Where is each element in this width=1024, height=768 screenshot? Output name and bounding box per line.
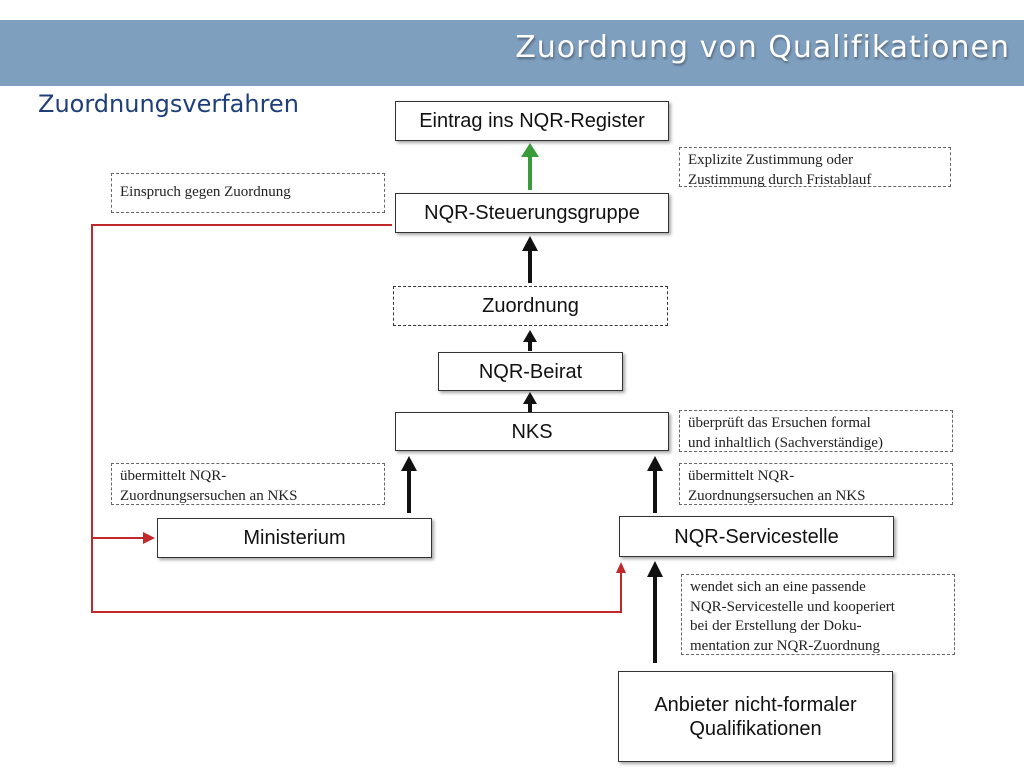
provider-box: Anbieter nicht-formaler Qualifikationen <box>618 671 893 762</box>
flow-arrow-advisory-to-assignment <box>523 330 537 351</box>
provider-action-note: wendet sich an eine passende NQR-Service… <box>681 574 955 655</box>
steering-group-box: NQR-Steuerungsgruppe <box>395 193 669 233</box>
service-submit-note: übermittelt NQR- Zuordnungsersuchen an N… <box>679 463 953 505</box>
register-box: Eintrag ins NQR-Register <box>395 101 669 141</box>
nks-box: NKS <box>395 412 669 451</box>
objection-feedback-line <box>91 224 626 613</box>
nks-check-note: überprüft das Ersuchen formal und inhalt… <box>679 410 953 452</box>
flow-arrow-provider-to-service <box>647 561 663 663</box>
ministry-submit-note: übermittelt NQR- Zuordnungsersuchen an N… <box>111 463 385 505</box>
flow-arrow-service-to-nks <box>647 456 663 513</box>
section-subtitle: Zuordnungsverfahren <box>38 90 299 118</box>
approval-arrow <box>521 143 539 190</box>
slide-title: Zuordnung von Qualifikationen <box>515 30 1010 65</box>
flow-arrow-ministry-to-nks <box>401 456 417 513</box>
objection-note: Einspruch gegen Zuordnung <box>111 173 385 213</box>
service-office-box: NQR-Servicestelle <box>619 516 894 557</box>
ministry-box: Ministerium <box>157 518 432 558</box>
flow-arrow-assignment-to-steering <box>522 236 538 283</box>
consent-note: Explizite Zustimmung oder Zustimmung dur… <box>679 147 951 188</box>
assignment-box: Zuordnung <box>393 286 668 326</box>
advisory-board-box: NQR-Beirat <box>438 352 623 391</box>
header-bar: Zuordnung von Qualifikationen <box>0 20 1024 86</box>
flow-arrow-nks-to-advisory <box>523 392 537 412</box>
